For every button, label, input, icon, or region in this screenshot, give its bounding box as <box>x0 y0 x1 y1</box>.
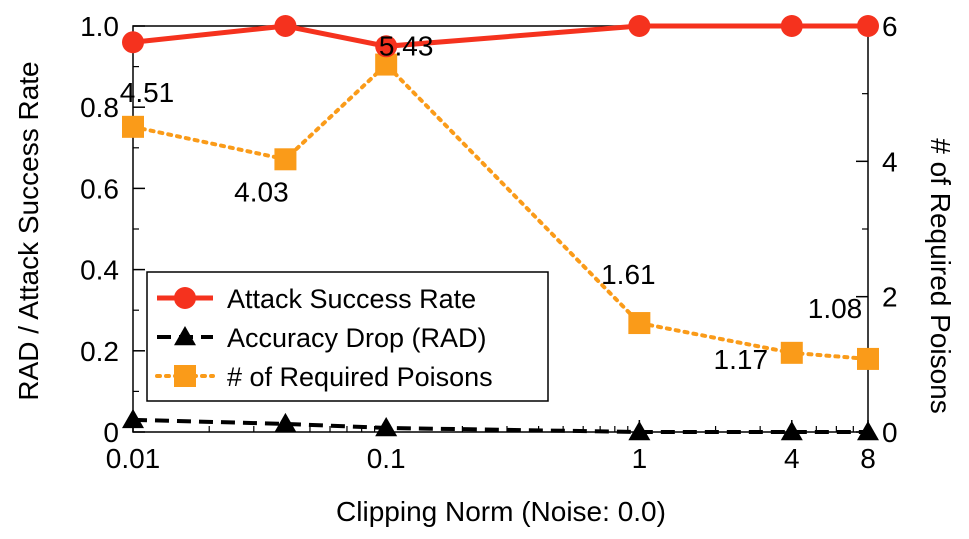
poison-point <box>174 365 196 387</box>
poison-data-label: 1.17 <box>714 344 769 375</box>
rad-point <box>174 326 196 346</box>
ars-point <box>122 31 144 54</box>
rad-point <box>857 421 879 441</box>
ars-point <box>174 287 196 309</box>
y-left-tick-label: 0.4 <box>80 255 119 286</box>
legend-label: Accuracy Drop (RAD) <box>227 323 487 353</box>
y-left-tick-label: 0.2 <box>80 336 119 367</box>
x-tick-label: 8 <box>860 443 876 474</box>
poison-data-label: 4.51 <box>120 77 175 108</box>
poison-point <box>375 53 398 76</box>
x-axis-title: Clipping Norm (Noise: 0.0) <box>336 496 666 527</box>
x-tick-label: 0.01 <box>106 443 161 474</box>
y-right-tick-label: 2 <box>882 282 898 313</box>
y-right-tick-label: 4 <box>882 146 898 177</box>
ars-point <box>857 15 879 37</box>
ars-line <box>132 23 868 49</box>
rad-line <box>132 417 868 434</box>
poison-point <box>857 347 879 370</box>
y-left-tick-label: 1.0 <box>80 11 119 42</box>
legend-label: # of Required Poisons <box>227 362 493 392</box>
x-tick-label: 0.1 <box>367 443 406 474</box>
rad-point <box>780 421 803 441</box>
ars-point <box>375 35 398 58</box>
ars-point <box>628 15 651 37</box>
y-axis-left-title: RAD / Attack Success Rate <box>13 61 44 400</box>
y-axis-right-title: # of Required Poisons <box>925 138 956 414</box>
poison-data-label: 4.03 <box>234 176 289 207</box>
poison-point <box>780 341 803 364</box>
series-layer <box>122 15 879 441</box>
rad-point <box>628 421 651 441</box>
legend-box <box>146 271 549 402</box>
y-left-tick-label: 0.8 <box>80 92 119 123</box>
poison-point <box>628 312 651 335</box>
rad-point <box>375 416 398 437</box>
y-right-tick-label: 6 <box>882 11 898 42</box>
legend-label: Attack Success Rate <box>227 284 476 314</box>
rad-point <box>122 408 144 429</box>
ars-point <box>780 15 803 37</box>
poison-line <box>131 61 870 361</box>
poison-data-label: 1.61 <box>601 259 656 290</box>
x-tick-label: 1 <box>632 443 648 474</box>
ars-point <box>274 15 297 37</box>
data-labels: 4.51 4.03 5.43 1.61 1.17 1.08 <box>120 31 863 375</box>
poison-data-label: 1.08 <box>808 293 863 324</box>
poison-point <box>122 115 144 138</box>
y-right-tick-label: 0 <box>882 417 898 448</box>
poison-point <box>274 148 297 171</box>
y-left-tick-label: 0 <box>103 417 119 448</box>
y-left-tick-label: 0.6 <box>80 173 119 204</box>
x-tick-label: 4 <box>784 443 800 474</box>
rad-point <box>274 412 297 433</box>
poison-data-label: 5.43 <box>379 31 434 62</box>
